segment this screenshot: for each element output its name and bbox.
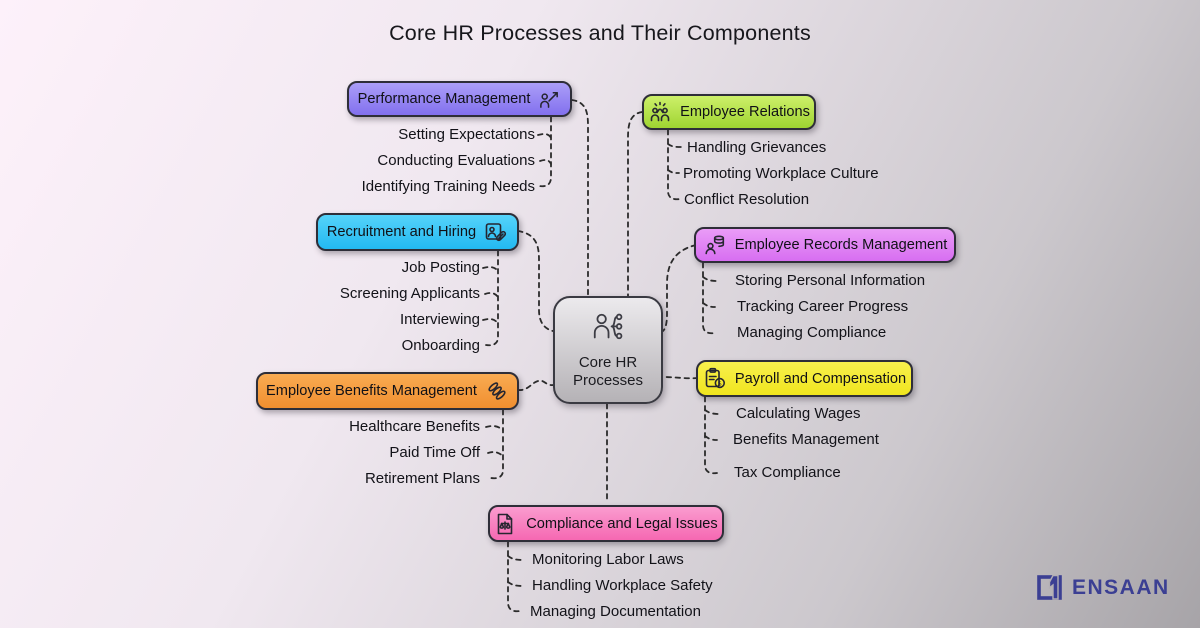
branch-compliance-and-legal-issues: Compliance and Legal Issues <box>488 505 724 542</box>
sub-item: Managing Documentation <box>530 603 701 620</box>
coins-stack-icon <box>485 379 509 403</box>
sub-item: Managing Compliance <box>737 324 887 341</box>
branch-employee-benefits-management: Employee Benefits Management <box>256 372 519 410</box>
team-celebration-icon <box>648 100 672 124</box>
branch-label: Performance Management <box>357 91 531 107</box>
svg-text:$: $ <box>718 379 722 387</box>
sub-item: Retirement Plans <box>364 470 480 487</box>
sub-item: Tax Compliance <box>734 464 841 481</box>
sub-item: Identifying Training Needs <box>361 178 535 195</box>
sub-item: Conflict Resolution <box>684 191 810 208</box>
branch-label: Employee Records Management <box>734 237 948 253</box>
branch-recruitment-and-hiring: Recruitment and Hiring <box>316 213 519 251</box>
branch-label: Compliance and Legal Issues <box>526 515 718 532</box>
sub-item: Setting Expectations <box>398 126 535 143</box>
sub-item: Interviewing <box>399 311 480 328</box>
branch-employee-relations: Employee Relations <box>642 94 816 130</box>
sub-item: Calculating Wages <box>736 405 861 422</box>
sub-item: Onboarding <box>401 337 480 354</box>
center-label-line2: Processes <box>572 372 644 389</box>
center-node-core-hr-processes: Core HR Processes <box>553 296 663 404</box>
branch-label: Recruitment and Hiring <box>326 224 477 240</box>
ensaan-logo-icon <box>1036 574 1064 602</box>
sub-item: Handling Grievances <box>687 139 827 156</box>
sub-item: Storing Personal Information <box>735 272 926 289</box>
sub-item: Paid Time Off <box>389 444 480 461</box>
clipboard-dollar-icon: $ <box>703 367 727 391</box>
person-hierarchy-icon <box>588 310 628 351</box>
branch-label: Payroll and Compensation <box>734 370 907 387</box>
sub-item: Monitoring Labor Laws <box>532 551 684 568</box>
sub-item: Promoting Workplace Culture <box>683 165 879 182</box>
person-database-icon <box>703 233 727 257</box>
sub-item: Benefits Management <box>733 431 879 448</box>
ensaan-logo: ENSAAN <box>1036 574 1170 602</box>
branch-label: Employee Relations <box>680 104 810 120</box>
ensaan-logo-text: ENSAAN <box>1072 576 1170 599</box>
branch-payroll-and-compensation: $ Payroll and Compensation <box>696 360 913 397</box>
sub-item: Job Posting <box>401 259 480 276</box>
candidate-badge-icon <box>484 220 508 244</box>
center-label-line1: Core HR <box>578 354 638 371</box>
person-growth-icon <box>538 88 561 111</box>
sub-item: Screening Applicants <box>339 285 480 302</box>
branch-label: Employee Benefits Management <box>266 383 477 399</box>
diagram-title: Core HR Processes and Their Components <box>389 21 811 45</box>
legal-document-icon <box>494 512 518 536</box>
sub-item: Healthcare Benefits <box>349 418 480 435</box>
sub-item: Tracking Career Progress <box>737 298 909 315</box>
branch-performance-management: Performance Management <box>347 81 572 117</box>
sub-item: Handling Workplace Safety <box>532 577 713 594</box>
branch-employee-records-management: Employee Records Management <box>694 227 956 263</box>
sub-item: Conducting Evaluations <box>377 152 535 169</box>
